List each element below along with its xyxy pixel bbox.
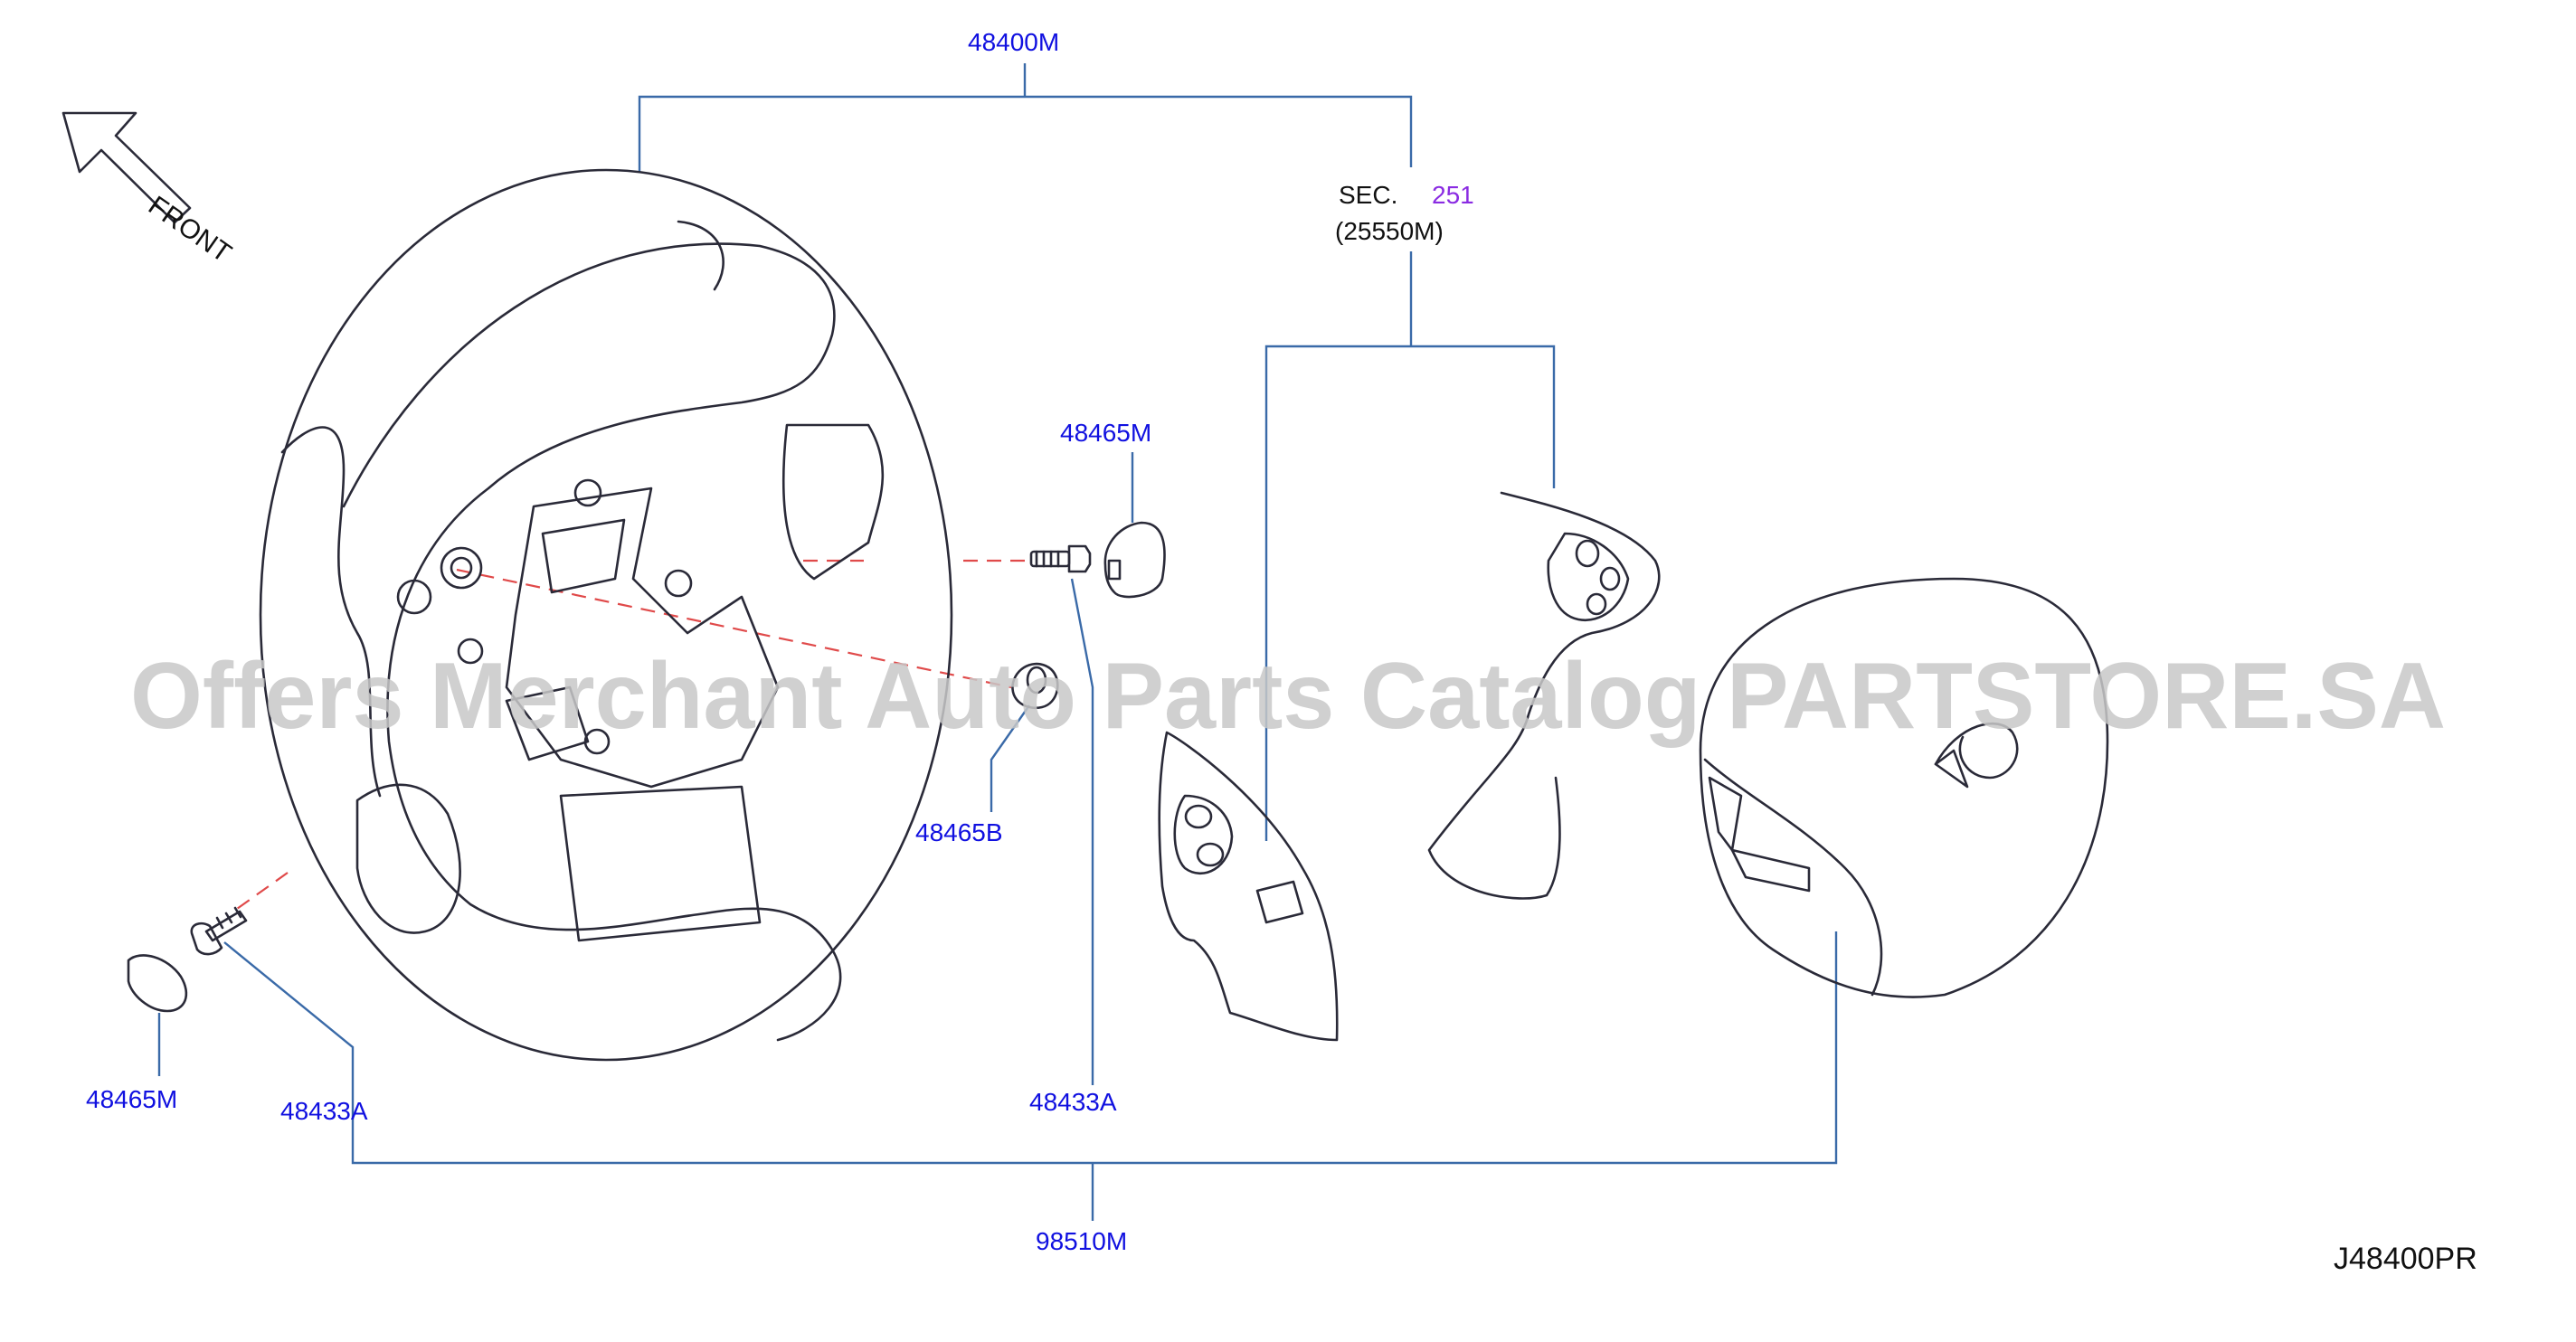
label-sec-number[interactable]: 251 — [1432, 181, 1474, 209]
bolt-lower[interactable] — [190, 906, 248, 956]
drawing-code: J48400PR — [2334, 1242, 2477, 1276]
front-arrow-icon — [62, 111, 192, 224]
label-wheel-assembly[interactable]: 48400M — [968, 28, 1059, 56]
cap-upper[interactable] — [1103, 521, 1166, 599]
watermark: Offers Merchant Auto Parts Catalog PARTS… — [130, 644, 2446, 749]
label-airbag[interactable]: 98510M — [1036, 1227, 1127, 1255]
bolt-upper[interactable] — [1029, 544, 1092, 573]
leader-lines — [157, 63, 1838, 1221]
infiniti-logo-icon — [1934, 722, 2019, 789]
label-cap-lower-left[interactable]: 48465M — [86, 1085, 177, 1113]
label-cap-upper[interactable]: 48465M — [1060, 419, 1151, 447]
label-sec-sub: (25550M) — [1335, 217, 1444, 245]
label-bolt-left[interactable]: 48433A — [280, 1097, 368, 1125]
alignment-dashes — [236, 559, 1031, 910]
cap-lower-left[interactable] — [127, 954, 188, 1013]
label-sec-prefix: SEC. — [1339, 181, 1397, 209]
clip-b[interactable] — [1011, 662, 1059, 710]
label-bolt-center[interactable]: 48433A — [1029, 1088, 1117, 1116]
label-cap-b[interactable]: 48465B — [915, 818, 1003, 846]
front-label: FRONT — [143, 191, 237, 269]
switch-left[interactable] — [1158, 731, 1339, 1042]
switch-right[interactable] — [1427, 491, 1661, 900]
airbag-module[interactable] — [1699, 577, 2109, 998]
steering-wheel[interactable] — [259, 168, 953, 1062]
